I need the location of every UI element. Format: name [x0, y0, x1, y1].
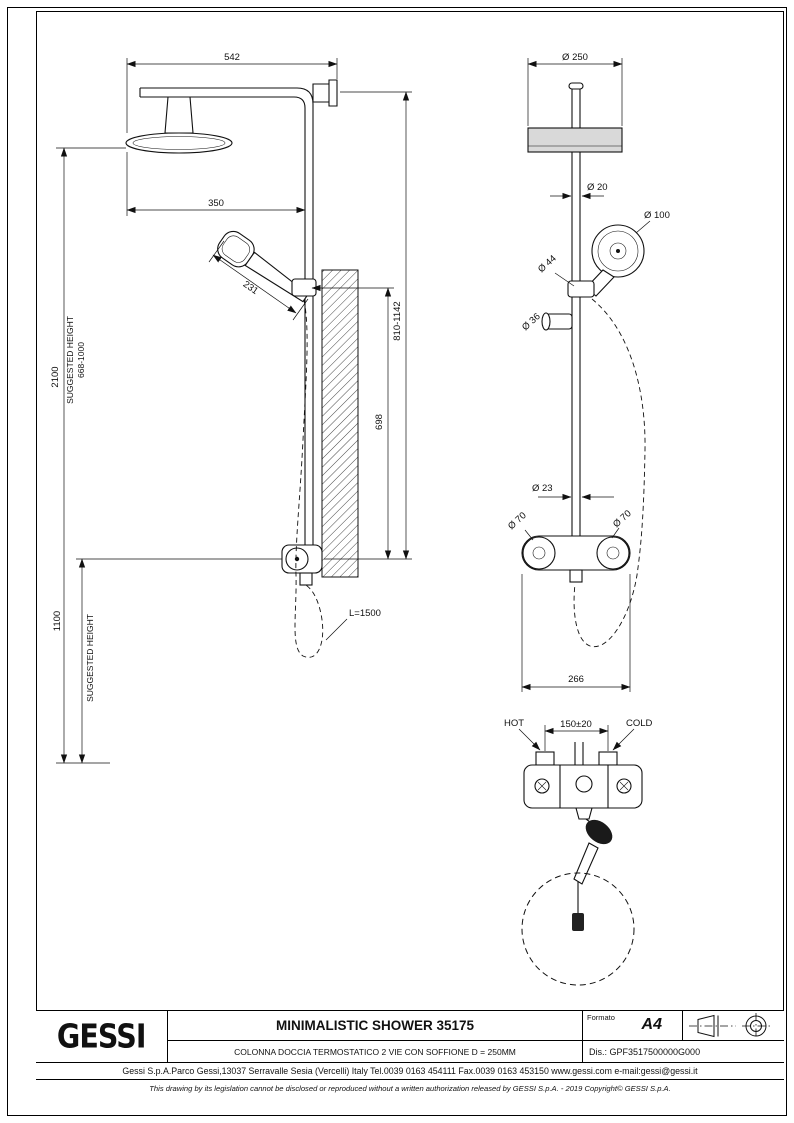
dim-d70-left-leader	[524, 529, 534, 541]
first-angle-projection-icon	[688, 1012, 770, 1039]
projection-symbol	[683, 1011, 784, 1040]
dim-d250-label: Ø 250	[562, 52, 588, 63]
title-block-main-row: GESSI MINIMALISTIC SHOWER 35175 COLONNA …	[36, 1011, 784, 1063]
hose-length-label: L=1500	[349, 608, 381, 619]
mixer-center-block	[559, 765, 609, 808]
outlet-stub	[574, 742, 584, 765]
rain-shower-head-side	[527, 127, 623, 153]
screw-right-cross	[619, 781, 629, 791]
hot-inlet	[535, 751, 555, 766]
shower-hose-front	[294, 299, 324, 658]
format-value: A4	[641, 1016, 662, 1033]
diverter-knob-cap	[541, 312, 551, 331]
mixer-knob-left	[522, 536, 556, 570]
cold-inlet	[598, 751, 618, 766]
hand-shower-head-detail	[585, 819, 613, 845]
cold-label: COLD	[626, 718, 653, 729]
shower-head-connector	[164, 96, 194, 134]
hand-shower-spray-center	[616, 249, 620, 253]
slider-bracket	[291, 278, 317, 297]
product-title: MINIMALISTIC SHOWER 35175	[168, 1011, 582, 1041]
dim-231-label: 231	[241, 279, 260, 297]
front-extension-lines	[56, 58, 412, 764]
rain-shower-head-rim	[132, 136, 226, 150]
hand-shower-handle	[244, 251, 309, 303]
screw-left-cross	[537, 781, 547, 791]
rain-shower-head	[125, 132, 233, 154]
dim-698-label: 698	[374, 414, 385, 430]
title-block: GESSI MINIMALISTIC SHOWER 35175 COLONNA …	[36, 1010, 784, 1096]
page-trim-border	[7, 7, 787, 1116]
coiled-hose-circle	[521, 872, 635, 986]
hot-label: HOT	[504, 718, 524, 729]
mixer-knob-center	[294, 556, 300, 562]
suggested-height-label-upper: SUGGESTED HEIGHT	[65, 316, 75, 404]
dim-350-label: 350	[208, 198, 224, 209]
dim-d100-label: Ø 100	[644, 210, 670, 221]
title-block-center: MINIMALISTIC SHOWER 35175 COLONNA DOCCIA…	[168, 1011, 583, 1062]
dim-d100-leader	[635, 220, 651, 234]
gessi-logo: GESSI	[36, 1011, 168, 1062]
shower-column-pipe	[139, 87, 314, 573]
suggested-height-range-label: 668-1000	[76, 342, 86, 378]
suggested-height-label-lower: SUGGESTED HEIGHT	[85, 614, 95, 702]
mixer-knob-right	[596, 536, 630, 570]
dim-d36-label: Ø 36	[520, 311, 543, 333]
mixer-knob-right-face	[606, 546, 620, 560]
mixer-outlet-front	[299, 572, 313, 586]
company-address: Gessi S.p.A.Parco Gessi,13037 Serravalle…	[36, 1063, 784, 1080]
cold-leader	[612, 728, 635, 751]
hose-length-leader	[325, 618, 348, 641]
dim-d23-label: Ø 23	[532, 483, 553, 494]
column-top-cap	[568, 82, 584, 90]
side-extension-lines	[521, 58, 631, 692]
copyright-disclaimer: This drawing by its legislation cannot b…	[149, 1083, 671, 1093]
wall-section-hatched	[321, 269, 359, 578]
front-view	[125, 79, 359, 658]
dim-d70-left-label: Ø 70	[506, 510, 529, 532]
hot-leader	[518, 728, 541, 751]
column-pipe-side	[571, 89, 581, 537]
format-label: Formato	[587, 1013, 615, 1022]
product-subtitle: COLONNA DOCCIA TERMOSTATICO 2 VIE CON SO…	[234, 1046, 516, 1057]
shower-hose-side	[573, 298, 646, 648]
dim-542-label: 542	[224, 52, 240, 63]
dim-line-231	[212, 254, 297, 314]
mixer-outlet-side	[569, 569, 583, 583]
dim-2100-label: 2100	[50, 366, 61, 387]
hose-connector	[572, 913, 584, 931]
dim-d20-label: Ø 20	[587, 182, 608, 193]
side-view	[521, 82, 646, 648]
hand-shower-spray-ring	[597, 230, 639, 272]
dim-d70-right-leader	[611, 527, 620, 539]
hand-shower	[217, 230, 309, 303]
hand-shower-hook	[575, 807, 593, 820]
front-view-dimensions: 542 350 231 2100 SUGGESTED HEIGHT 668-10…	[50, 52, 412, 764]
hand-shower-handle-detail	[573, 842, 599, 885]
title-block-right-top: Formato A4	[583, 1011, 784, 1041]
dim-266-label: 266	[568, 674, 584, 685]
dim-1100-label: 1100	[52, 611, 63, 631]
mixer-cartridge-face	[575, 775, 593, 793]
dim-150-label: 150±20	[560, 719, 592, 730]
drawing-number: Dis.: GPF3517500000G000	[589, 1046, 701, 1057]
dim-d44-label: Ø 44	[536, 253, 559, 275]
top-wall-bracket	[312, 79, 338, 107]
dim-d44-leader	[554, 272, 575, 287]
title-block-right: Formato A4	[583, 1011, 784, 1062]
dim-d70-right-label: Ø 70	[611, 508, 634, 530]
dim-810-1142-label: 810-1142	[392, 301, 403, 340]
slider-bracket-side	[567, 280, 595, 298]
gessi-logo-text: GESSI	[57, 1017, 147, 1056]
format-cell: Formato A4	[583, 1011, 683, 1040]
hand-shower-spray-inner-ring	[609, 242, 627, 260]
detail-view: 150±20 HOT COLD	[504, 718, 653, 986]
mixer-knob-left-face	[532, 546, 546, 560]
